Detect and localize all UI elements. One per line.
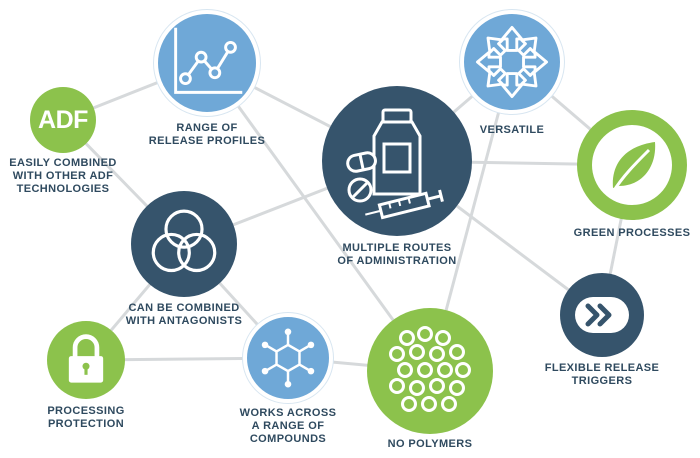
label-release-profiles: RANGE OF RELEASE PROFILES (141, 122, 273, 148)
node-green-processes (577, 110, 687, 220)
label-versatile: VERSATILE (462, 124, 562, 137)
label-release-triggers: FLEXIBLE RELEASE TRIGGERS (534, 362, 670, 388)
label-compounds: WORKS ACROSS A RANGE OF COMPOUNDS (228, 407, 348, 446)
label-processing-line: PROTECTION (47, 418, 125, 430)
label-triggers-line: FLEXIBLE RELEASE (544, 362, 660, 374)
node-multiple-routes (322, 86, 472, 236)
label-multiple-routes: MULTIPLE ROUTES OF ADMINISTRATION (325, 242, 469, 268)
label-no-polymers: NO POLYMERS (370, 438, 490, 451)
node-no-polymers (367, 308, 493, 434)
node-compounds (243, 313, 333, 403)
label-versatile-line: VERSATILE (479, 124, 545, 136)
beads-icon (389, 326, 471, 412)
adf-text-icon: ADF (38, 106, 88, 134)
arrows-outward-icon (476, 25, 548, 98)
label-processing-protection: PROCESSING PROTECTION (26, 405, 146, 431)
label-polymers-line: NO POLYMERS (387, 438, 473, 450)
node-antagonists (131, 191, 237, 297)
label-green-line: GREEN PROCESSES (573, 227, 691, 239)
node-adf: ADF (30, 87, 96, 153)
label-adf: EASILY COMBINED WITH OTHER ADF TECHNOLOG… (0, 157, 126, 196)
label-release-line: RANGE OF (176, 122, 238, 134)
label-adf-line: EASILY COMBINED (9, 157, 117, 169)
three-rings-icon (151, 209, 217, 273)
label-adf-line: WITH OTHER ADF (12, 170, 114, 182)
node-release-triggers (560, 273, 644, 357)
label-triggers-line: TRIGGERS (571, 375, 633, 387)
label-compounds-line: A RANGE OF (251, 420, 325, 432)
leaf-icon (592, 125, 672, 205)
label-antagonists: CAN BE COMBINED WITH ANTAGONISTS (114, 302, 254, 328)
label-adf-line: TECHNOLOGIES (16, 183, 110, 195)
label-compounds-line: WORKS ACROSS (239, 407, 337, 419)
molecule-icon (261, 328, 315, 388)
label-compounds-line: COMPOUNDS (249, 433, 327, 445)
medicine-bottle-syringe-icon (346, 108, 444, 220)
line-chart-icon (174, 27, 243, 94)
label-green-processes: GREEN PROCESSES (568, 227, 696, 240)
label-antagonists-line: CAN BE COMBINED (128, 302, 240, 314)
fast-forward-icon (575, 297, 629, 333)
label-routes-line: OF ADMINISTRATION (337, 255, 457, 267)
node-release-profiles (154, 10, 260, 116)
node-processing-protection (47, 321, 125, 399)
label-processing-line: PROCESSING (47, 405, 125, 417)
label-release-line: RELEASE PROFILES (148, 135, 266, 147)
padlock-icon (68, 334, 104, 383)
label-antagonists-line: WITH ANTAGONISTS (125, 315, 243, 327)
label-routes-line: MULTIPLE ROUTES (342, 242, 452, 254)
node-versatile (460, 10, 564, 114)
